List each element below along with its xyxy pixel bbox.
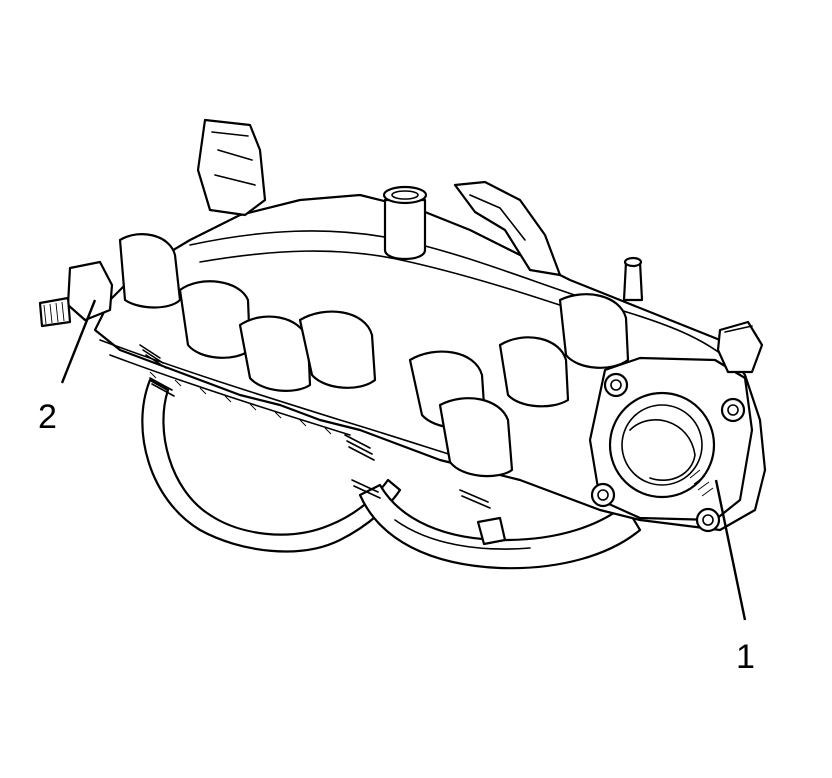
top-bracket (453, 180, 562, 277)
vacuum-nipple (622, 256, 644, 302)
top-duct (196, 118, 267, 217)
callout-1-leader (714, 479, 747, 621)
throttle-body (588, 356, 754, 533)
top-pipe (382, 185, 428, 261)
runners (118, 233, 630, 478)
callout-label-2: 2 (38, 398, 57, 436)
lower-hose (141, 378, 402, 553)
callout-2-leader (60, 299, 97, 384)
left-bracket-bolt (38, 260, 114, 328)
injectors (139, 344, 507, 546)
callout-label-1: 1 (736, 638, 755, 676)
throttle-sensor (716, 320, 764, 374)
lower-runner (358, 483, 642, 570)
